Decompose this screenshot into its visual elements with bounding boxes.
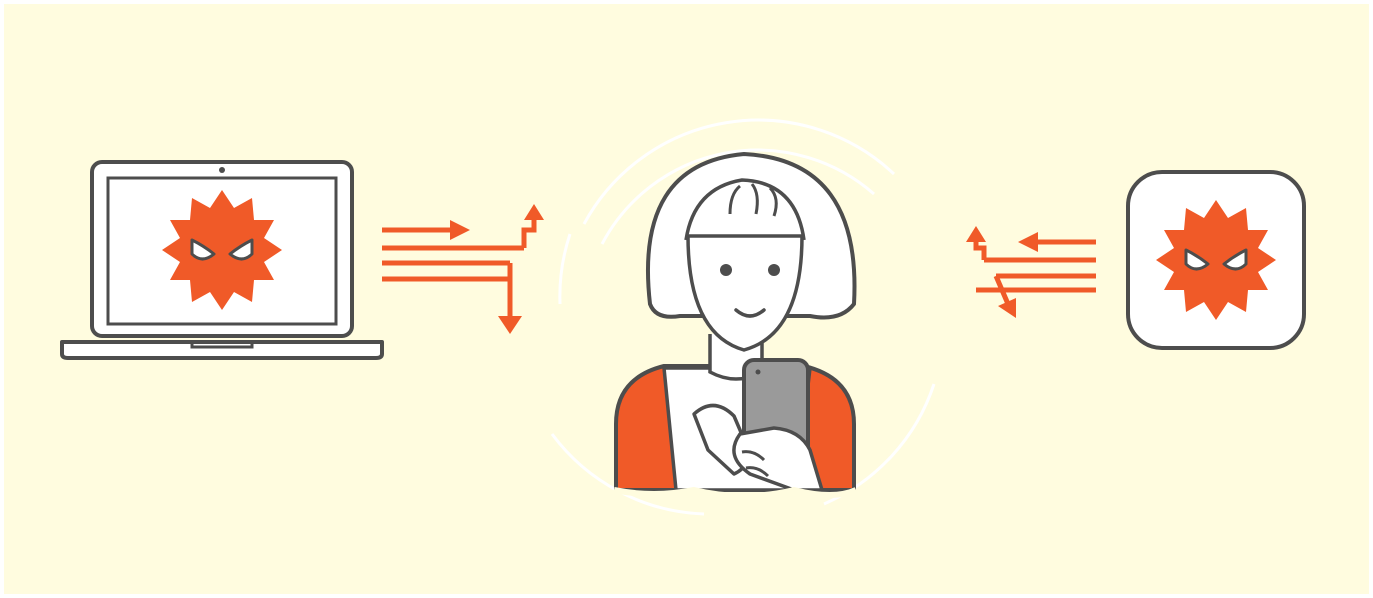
app-tile-icon (1128, 172, 1304, 348)
right-eye (768, 264, 780, 276)
left-eye (720, 264, 732, 276)
laptop-icon (62, 162, 382, 358)
security-illustration (4, 4, 1369, 594)
illustration-panel (4, 4, 1369, 594)
